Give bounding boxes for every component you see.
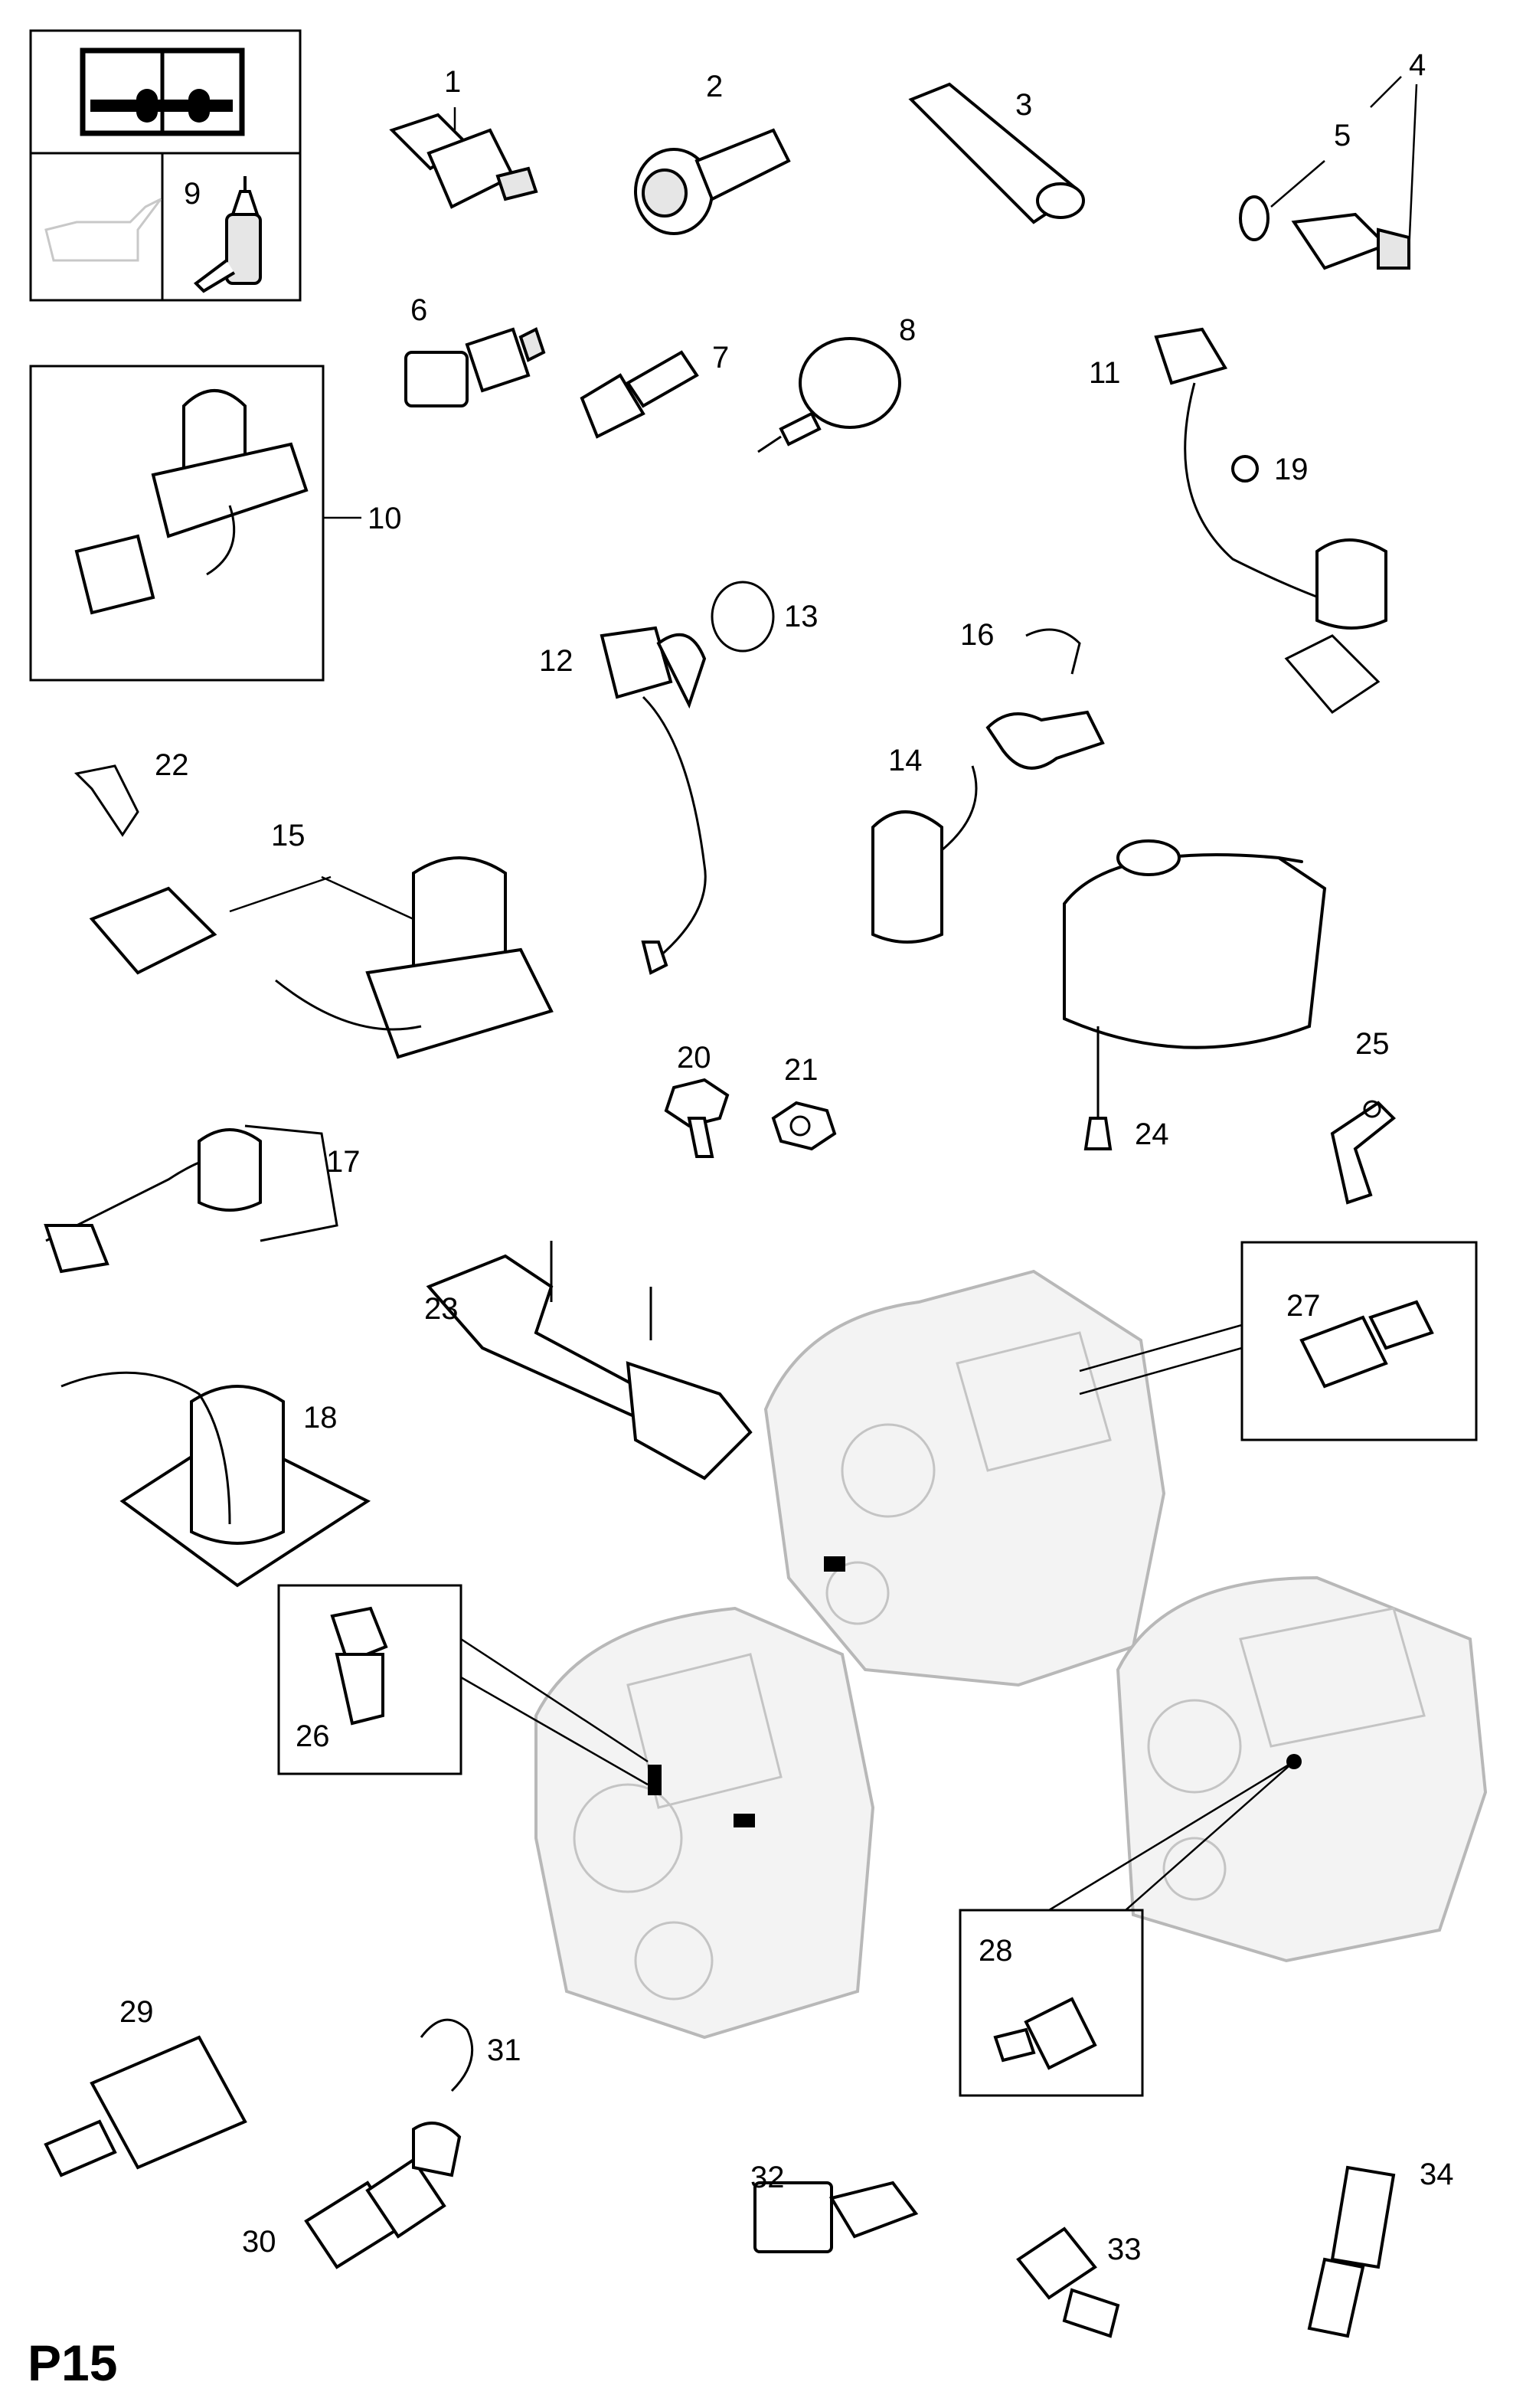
callout-34: 34 [1420, 2158, 1454, 2191]
callout-4: 4 [1409, 48, 1426, 82]
callout-17: 17 [326, 1145, 361, 1179]
callout-33: 33 [1107, 2233, 1142, 2266]
part-34-sensor [1307, 2165, 1396, 2338]
callout-28: 28 [979, 1934, 1013, 1968]
lubricant-bottle-icon [193, 176, 262, 293]
callout-10: 10 [368, 502, 402, 535]
page-label: P15 [28, 2334, 117, 2391]
callout-1: 1 [444, 65, 461, 99]
part-12-13-sensor-and-oring [600, 581, 775, 975]
leader-lines [229, 76, 1418, 921]
part-23-bracket [426, 1241, 753, 1480]
part-14-16-sensor-and-clip [871, 628, 1105, 944]
callout-9: 9 [184, 177, 201, 211]
callout-29: 29 [119, 1995, 154, 2029]
part-2-sensor [634, 128, 791, 235]
manual-wrench-icon [80, 47, 245, 136]
part-18-solenoid-on-plate [60, 1371, 371, 1588]
part-25-bracket [1330, 1100, 1396, 1205]
callout-16: 16 [960, 618, 995, 652]
callout-box-28 [959, 1760, 1295, 2097]
part-24-expansion-tank [1063, 839, 1327, 1150]
part-11-19-sensor-with-lead [1154, 327, 1387, 714]
callout-21: 21 [784, 1053, 819, 1087]
engine-3 [1116, 1575, 1488, 1963]
part-10-solenoid-assembly-box [29, 365, 361, 682]
part-6-sensor [404, 327, 546, 407]
callout-6: 6 [410, 293, 427, 327]
callout-31: 31 [487, 2033, 521, 2067]
callout-18: 18 [303, 1401, 338, 1435]
engine-1 [763, 1269, 1166, 1687]
callout-20: 20 [677, 1041, 711, 1075]
part-4-5-switch-and-seal [1239, 195, 1410, 270]
callout-11: 11 [1089, 356, 1121, 390]
callout-box-27 [1079, 1241, 1478, 1441]
part-32-sensor [753, 2181, 919, 2253]
part-15-22-sensor-and-clip [74, 764, 554, 1059]
callout-12: 12 [539, 644, 574, 678]
part-20-21-bolt-and-nut [664, 1078, 837, 1158]
callout-7: 7 [712, 341, 729, 375]
callout-3: 3 [1015, 88, 1032, 122]
part-7-switch [580, 350, 699, 439]
part-30-31-sensor-and-clip [304, 2018, 474, 2269]
callout-23: 23 [424, 1292, 459, 1326]
callout-14: 14 [888, 744, 923, 777]
oil-can-icon [44, 198, 162, 262]
part-29-sensor [44, 2035, 247, 2177]
callout-box-26 [277, 1584, 649, 1786]
callout-32: 32 [750, 2161, 785, 2194]
part-1-oil-pressure-switch [389, 113, 538, 209]
engine-2 [534, 1606, 875, 2040]
callout-30: 30 [242, 2225, 276, 2259]
part-3-sleeve [908, 82, 1085, 224]
part-17-sensor-harness [44, 1124, 338, 1274]
callout-27: 27 [1286, 1289, 1321, 1323]
part-33-sensor [1016, 2226, 1120, 2338]
legend-box [29, 29, 302, 302]
callout-8: 8 [899, 313, 916, 347]
callout-2: 2 [706, 70, 723, 103]
callout-22: 22 [155, 748, 189, 782]
callout-13: 13 [784, 600, 819, 633]
part-8-knock-sensor [757, 337, 901, 453]
callout-24: 24 [1135, 1117, 1169, 1151]
callout-19: 19 [1274, 453, 1309, 486]
callout-15: 15 [271, 819, 306, 852]
callout-26: 26 [296, 1719, 330, 1753]
callout-labels: 1 2 3 4 5 9 6 7 8 11 19 10 13 12 16 14 2… [119, 48, 1454, 2266]
callout-25: 25 [1355, 1027, 1390, 1061]
callout-5: 5 [1334, 119, 1351, 152]
